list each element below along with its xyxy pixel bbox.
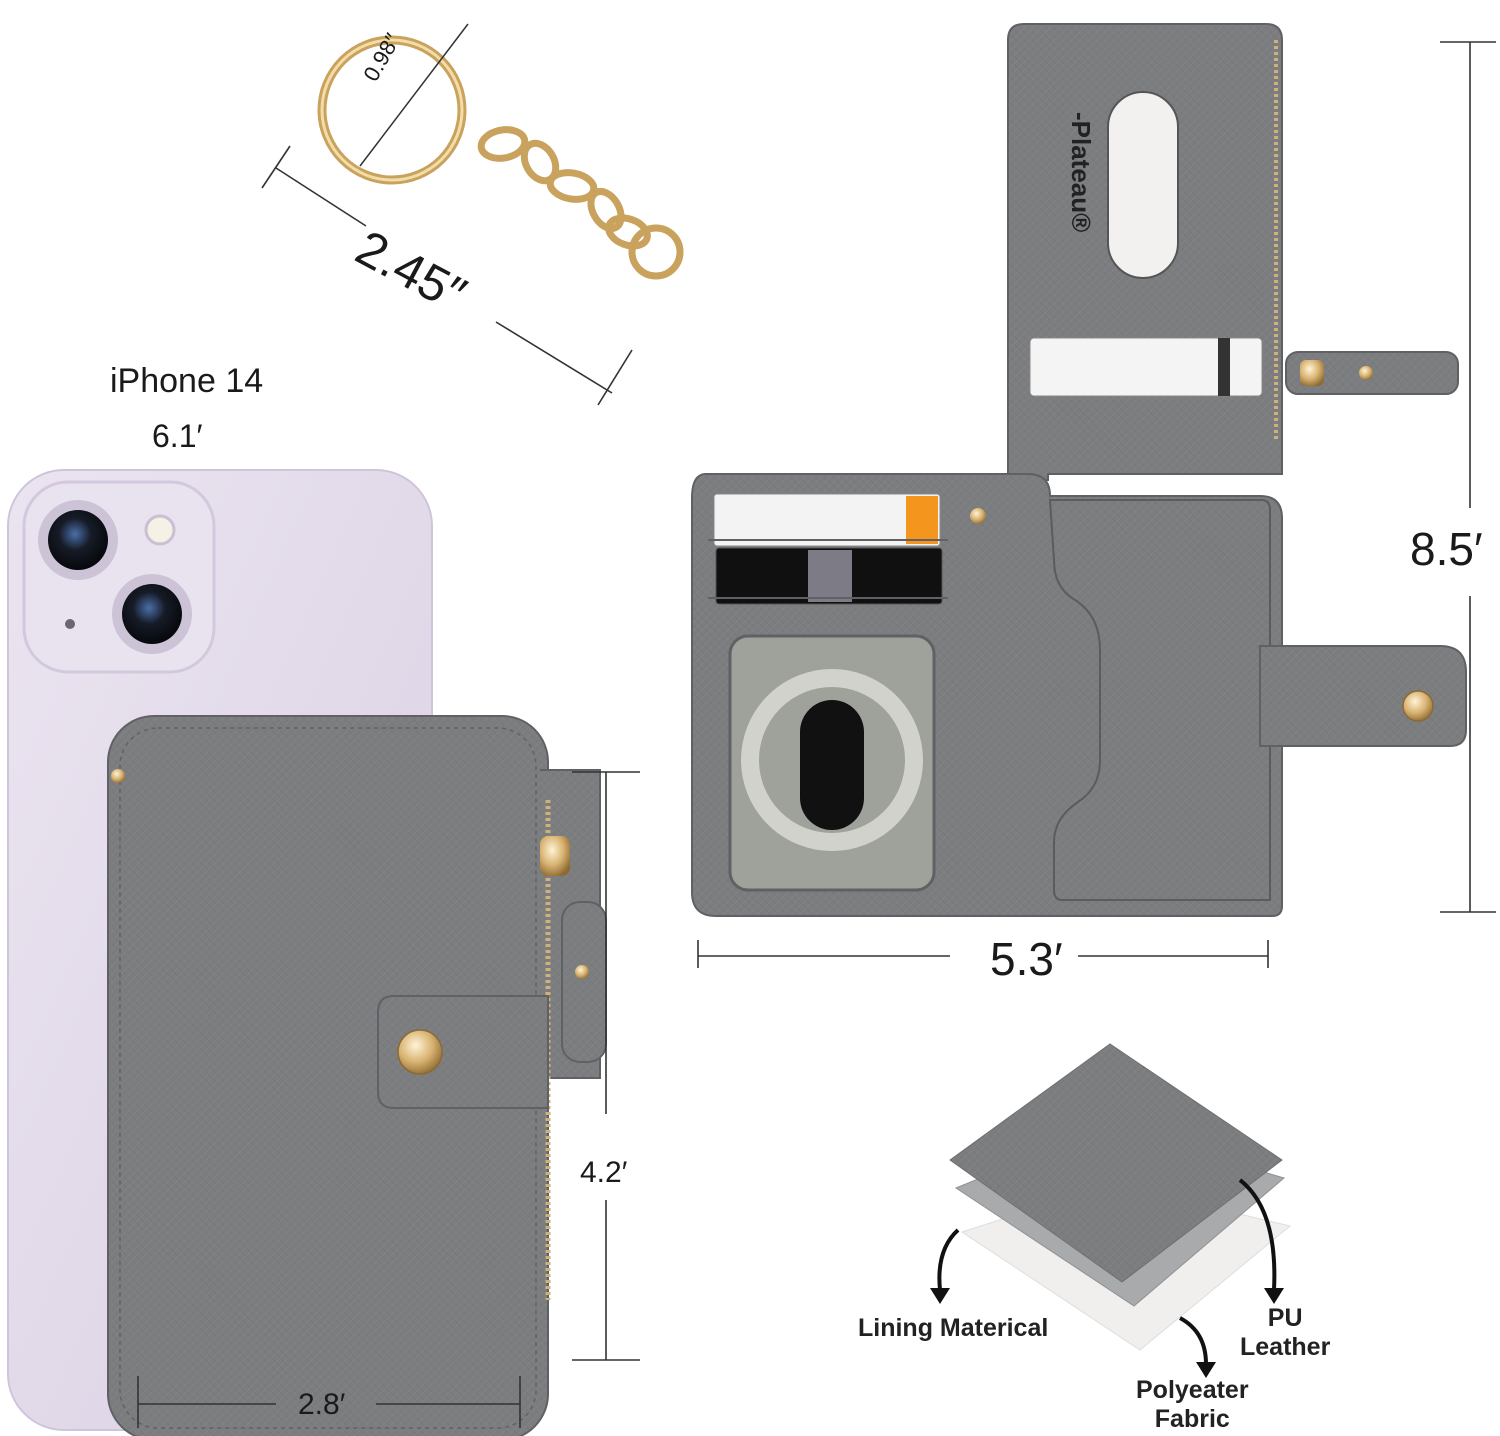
closed-wallet-height-label: 4.2′ xyxy=(580,1156,628,1189)
pu-label-line2: Leather xyxy=(1240,1333,1331,1361)
open-wallet-height-label: 8.5′ xyxy=(1410,523,1483,575)
closed-wallet-width-label: 2.8′ xyxy=(298,1388,346,1421)
polyester-fabric-label: Polyeater Fabric xyxy=(1136,1378,1249,1432)
keyring-icon xyxy=(261,23,684,406)
open-wallet-dimensions xyxy=(697,41,1496,968)
phone-size-label: 6.1′ xyxy=(152,418,203,454)
pu-leather-label: PU Leather xyxy=(1240,1306,1330,1360)
closed-wallet xyxy=(107,715,607,1436)
poly-label-line2: Fabric xyxy=(1154,1405,1230,1433)
closed-wallet-dimensions xyxy=(137,771,640,1428)
phone-model-label: iPhone 14 xyxy=(110,362,264,400)
brand-logo-text: -Plateau® xyxy=(1066,112,1096,233)
poly-label-line1: Polyeater xyxy=(1136,1376,1249,1404)
open-wallet-width-label: 5.3′ xyxy=(990,933,1063,985)
open-wallet xyxy=(691,23,1467,917)
pu-label-line1: PU xyxy=(1267,1304,1303,1332)
lining-material-label: Lining Materical xyxy=(858,1314,1049,1342)
material-layers xyxy=(930,1043,1292,1378)
